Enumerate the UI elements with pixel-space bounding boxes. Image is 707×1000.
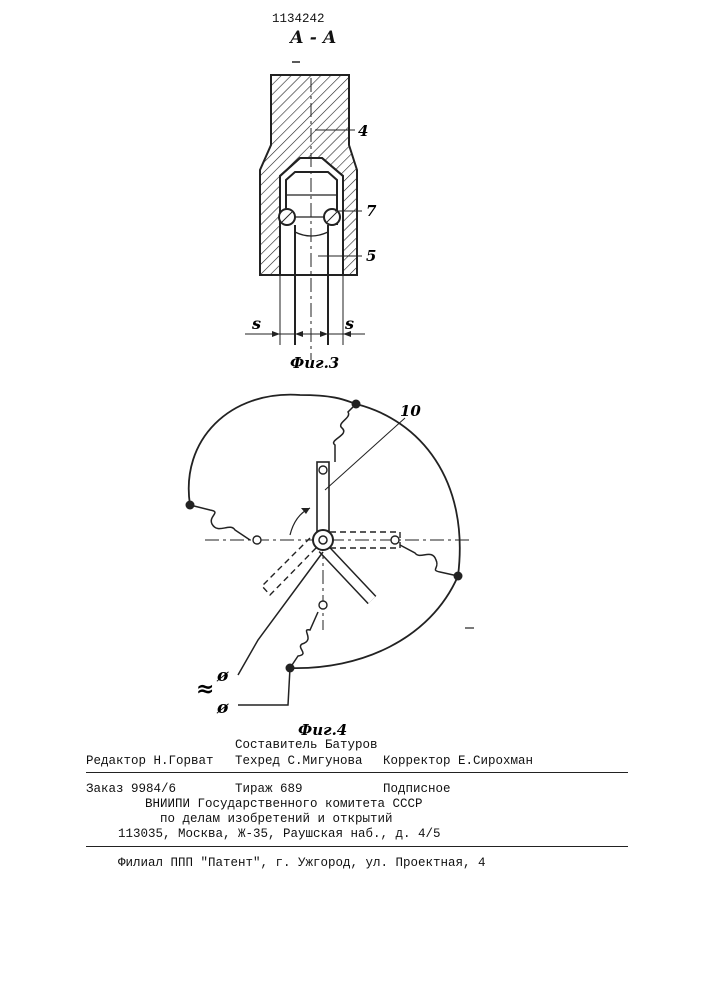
terminal-1: ø bbox=[216, 666, 229, 686]
fig3-caption: Фиг.3 bbox=[290, 354, 339, 372]
spring-left bbox=[190, 505, 250, 540]
contact-right bbox=[391, 536, 399, 544]
subscription: Подписное bbox=[383, 782, 451, 796]
contact-top bbox=[319, 466, 327, 474]
fig4-caption: Фиг.4 bbox=[298, 721, 347, 739]
spring-top bbox=[334, 404, 356, 462]
composer: Составитель Батуров bbox=[235, 738, 378, 752]
callout-4: 4 bbox=[358, 122, 368, 140]
dim-s-left: s bbox=[251, 314, 261, 333]
org-line-1: ВНИИПИ Государственного комитета СССР bbox=[145, 797, 423, 811]
spring-bottom bbox=[290, 612, 318, 668]
techred: Техред С.Мигунова bbox=[235, 754, 363, 768]
terminal-2: ø bbox=[216, 698, 229, 718]
callout-10: 10 bbox=[400, 402, 421, 420]
corrector: Корректор Е.Сирохман bbox=[383, 754, 533, 768]
circulation: Тираж 689 bbox=[235, 782, 303, 796]
figure-4-diagram: 10 ≈ ø ø Фиг.4 bbox=[0, 380, 707, 740]
org-line-2: по делам изобретений и открытий bbox=[160, 812, 393, 826]
dim-s-right: s bbox=[344, 314, 354, 333]
branch: Филиал ППП "Патент", г. Ужгород, ул. Про… bbox=[118, 856, 486, 870]
editor: Редактор Н.Горват bbox=[86, 754, 214, 768]
order: Заказ 9984/6 bbox=[86, 782, 176, 796]
spring-right bbox=[400, 545, 458, 576]
divider-1 bbox=[86, 772, 628, 773]
callout-5: 5 bbox=[366, 247, 376, 265]
contact-bottom bbox=[319, 601, 327, 609]
divider-2 bbox=[86, 846, 628, 847]
callout-7: 7 bbox=[366, 202, 377, 220]
supply-symbol: ≈ bbox=[196, 676, 214, 702]
figure-3-section: 4 7 5 s s Фиг.3 bbox=[0, 0, 707, 380]
contact-left bbox=[253, 536, 261, 544]
address: 113035, Москва, Ж-35, Раушская наб., д. … bbox=[118, 827, 441, 841]
hub bbox=[313, 530, 333, 550]
